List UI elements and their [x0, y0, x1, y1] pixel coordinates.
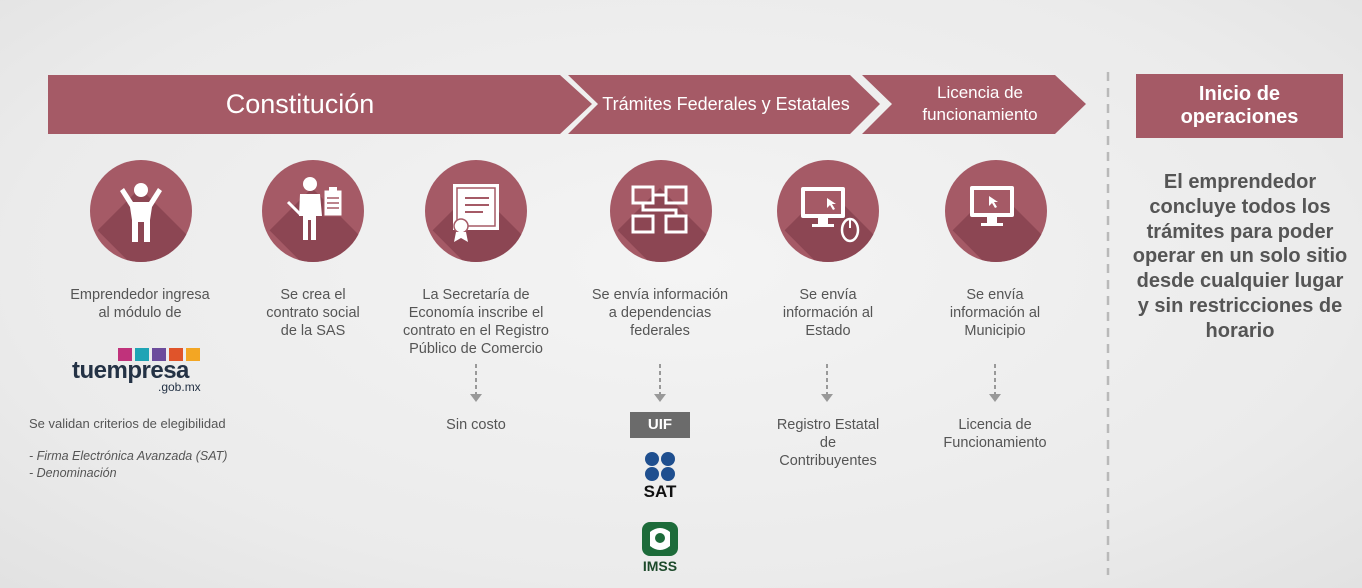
sat-dots-icon [645, 452, 675, 481]
uif-logo: UIF [630, 412, 690, 438]
inicio-operaciones-box: Inicio de operaciones [1136, 74, 1343, 138]
arrow-step3 [470, 364, 482, 402]
step4-text: Se envía información a dependencias fede… [578, 286, 742, 340]
outcome-registro-line1: Registro Estatal [776, 417, 880, 433]
outcome-licencia: Licencia de Funcionamiento [925, 416, 1065, 452]
outcome-licencia-line2: Funcionamiento [943, 435, 1047, 451]
banner-constitucion [48, 75, 592, 134]
step3-line2: Economía inscribe el [408, 305, 544, 321]
step3-circle [425, 160, 527, 262]
computer-mouse-icon [801, 187, 860, 243]
person-arms-up-icon [120, 183, 162, 242]
step6-line1: Se envía [966, 287, 1024, 303]
step4-line3: federales [630, 323, 690, 339]
person-clipboard-icon [286, 177, 343, 240]
banner-tramites [568, 75, 880, 134]
step2-line3: de la SAS [280, 323, 346, 339]
step1-line1: Emprendedor ingresa [70, 287, 210, 303]
inicio-description: El emprendedor concluye todos los trámit… [1132, 171, 1348, 342]
step3-line4: Público de Comercio [409, 341, 543, 357]
tuempresa-domain: .gob.mx [158, 380, 201, 394]
sat-logo: SAT [630, 450, 690, 504]
tuempresa-color-squares [118, 348, 200, 361]
step2-line1: Se crea el [280, 287, 346, 303]
outcome-registro-line3: Contribuyentes [779, 453, 877, 469]
step2-line2: contrato social [266, 305, 360, 321]
imss-emblem-icon [642, 522, 678, 556]
arrow-step6 [989, 364, 1001, 402]
step2-circle [262, 160, 364, 262]
outcome-registro: Registro Estatal de Contribuyentes [758, 416, 898, 470]
banner-licencia [862, 75, 1086, 134]
outcome-licencia-line1: Licencia de [958, 417, 1032, 433]
banner-constitucion-label: Constitución [225, 89, 375, 119]
step5-line1: Se envía [799, 287, 857, 303]
imss-wordmark: IMSS [642, 558, 678, 574]
banner-licencia-label: Licencia de funcionamiento [900, 82, 1060, 126]
computer-monitor-icon [970, 186, 1014, 226]
step1-text: Emprendedor ingresa al módulo de [50, 286, 230, 322]
step3-text: La Secretaría de Economía inscribe el co… [388, 286, 564, 358]
certificate-icon [453, 184, 499, 242]
step6-line3: Municipio [964, 323, 1026, 339]
step1-circle [90, 160, 192, 262]
network-screens-icon [631, 185, 688, 234]
step6-text: Se envía información al Municipio [925, 286, 1065, 340]
step5-line3: Estado [805, 323, 851, 339]
step6-line2: información al [949, 305, 1041, 321]
eligibility-item-denominacion: - Denominación [29, 466, 117, 480]
eligibility-title: Se validan criterios de elegibilidad [29, 416, 226, 431]
step3-line3: contrato en el Registro [403, 323, 549, 339]
step6-circle [945, 160, 1047, 262]
step2-text: Se crea el contrato social de la SAS [243, 286, 383, 340]
inicio-title-line1: Inicio de [1198, 83, 1281, 105]
arrow-step4 [654, 364, 666, 402]
eligibility-item-firma: - Firma Electrónica Avanzada (SAT) [29, 449, 228, 463]
outcome-sin-costo: Sin costo [446, 417, 506, 433]
sat-wordmark: SAT [643, 482, 677, 501]
step5-line2: información al [782, 305, 874, 321]
imss-logo: IMSS [638, 520, 682, 576]
arrow-step5 [821, 364, 833, 402]
banner-tramites-label: Trámites Federales y Estatales [602, 94, 850, 114]
banner-licencia-line2: funcionamiento [922, 105, 1038, 124]
step3-line1: La Secretaría de [422, 287, 530, 303]
step5-circle [777, 160, 879, 262]
banner-licencia-line1: Licencia de [936, 83, 1023, 102]
step4-line1: Se envía información [591, 287, 729, 303]
tuempresa-wordmark: tuempresa [72, 357, 189, 384]
step5-text: Se envía información al Estado [758, 286, 898, 340]
step1-line2: al módulo de [98, 305, 182, 321]
step4-line2: a dependencias [608, 305, 712, 321]
outcome-registro-line2: de [819, 435, 837, 451]
tuempresa-logo: tuempresa .gob.mx [72, 348, 212, 396]
step4-circle [610, 160, 712, 262]
inicio-title-line2: operaciones [1180, 106, 1299, 128]
